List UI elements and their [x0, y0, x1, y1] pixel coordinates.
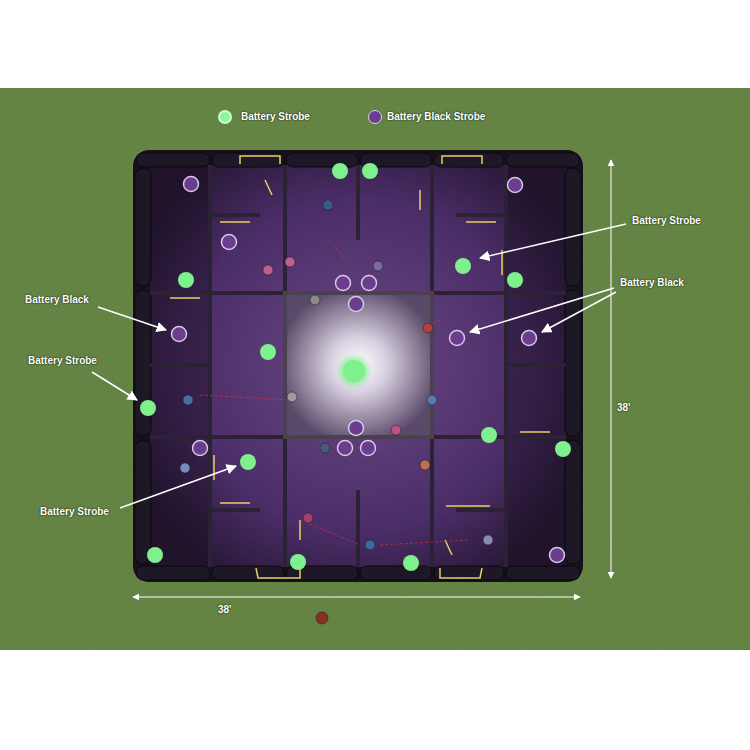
legend-swatch	[218, 110, 232, 124]
callout-label: Battery Black	[25, 294, 89, 306]
callout-label: Battery Strobe	[40, 506, 109, 518]
dimension-label: 38'	[218, 604, 232, 616]
callout-label: Battery Black	[620, 277, 684, 289]
legend-swatch	[368, 110, 382, 124]
callout-label: Battery Strobe	[632, 215, 701, 227]
dimension-label: 38'	[617, 402, 631, 414]
legend-text: Battery Black Strobe	[387, 111, 485, 123]
legend-text: Battery Strobe	[241, 111, 310, 123]
callout-label: Battery Strobe	[28, 355, 97, 367]
